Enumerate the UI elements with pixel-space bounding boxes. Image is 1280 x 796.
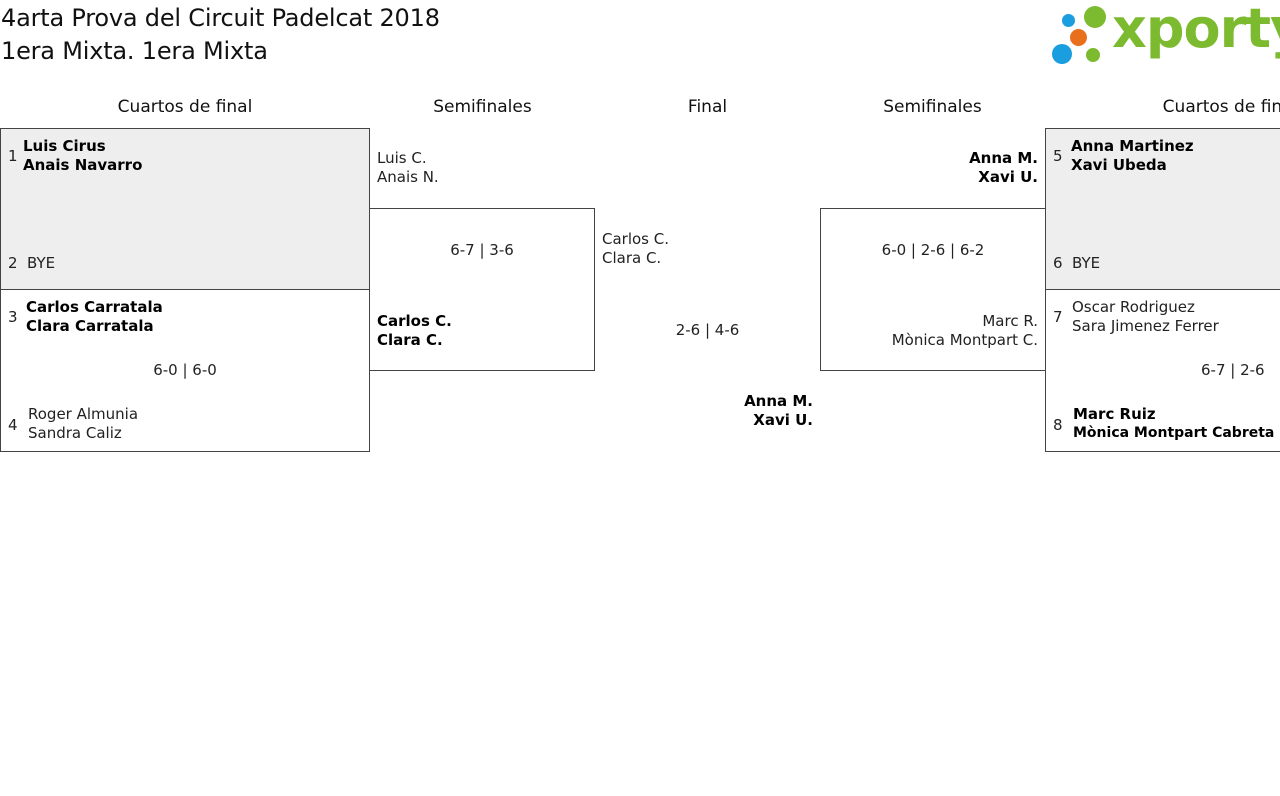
right-qf-match-2[interactable]: 7 Oscar Rodriguez Sara Jimenez Ferrer 6-… xyxy=(1045,289,1280,452)
player-name: Carlos Carratala xyxy=(26,298,163,316)
logo-dot-blue-icon xyxy=(1052,44,1072,64)
seed-number: 2 xyxy=(8,254,18,272)
header-final: Final xyxy=(687,97,728,117)
left-qf-match-2[interactable]: 3 Carlos Carratala Clara Carratala 6-0 |… xyxy=(0,289,370,452)
player-name: Carlos C. xyxy=(602,230,670,248)
player-name: Clara C. xyxy=(602,249,662,267)
player-name: Marc R. xyxy=(982,312,1038,330)
category-title: 1era Mixta. 1era Mixta xyxy=(1,37,268,65)
header-left-quarterfinals: Cuartos de final xyxy=(117,97,253,117)
header-left-semifinals: Semifinales xyxy=(433,97,532,117)
header-right-quarterfinals: Cuartos de final xyxy=(1162,97,1280,117)
seed-number: 5 xyxy=(1053,147,1063,165)
seed-number: 3 xyxy=(8,308,18,326)
logo-dot-blue-small-icon xyxy=(1062,14,1075,27)
player-name: Marc Ruiz xyxy=(1073,405,1156,423)
right-sf-match[interactable]: 6-0 | 2-6 | 6-2 Marc R. Mònica Montpart … xyxy=(820,208,1046,371)
player-name: Luis Cirus xyxy=(23,137,106,155)
player-name: Roger Almunia xyxy=(28,405,139,423)
player-name: Mònica Montpart Cabreta xyxy=(1073,425,1275,441)
xporty-logo[interactable]: xporty xyxy=(1050,0,1280,66)
player-name: BYE xyxy=(1072,254,1101,272)
seed-number: 6 xyxy=(1053,254,1063,272)
left-qf-match-1[interactable]: 1 Luis Cirus Anais Navarro 2 BYE xyxy=(0,128,370,290)
player-name: Xavi U. xyxy=(753,411,813,429)
player-name: Mònica Montpart C. xyxy=(891,331,1038,349)
logo-dot-green-icon xyxy=(1084,6,1106,28)
right-qf-match-1[interactable]: 5 Anna Martinez Xavi Ubeda 6 BYE xyxy=(1045,128,1280,290)
player-name: BYE xyxy=(27,254,56,272)
final-score: 2-6 | 4-6 xyxy=(675,321,740,339)
match-score: 6-7 | 3-6 xyxy=(450,241,514,259)
seed-number: 1 xyxy=(8,147,18,165)
player-name: Anna M. xyxy=(969,149,1038,167)
player-name: Anais Navarro xyxy=(23,156,143,174)
player-name: Oscar Rodriguez xyxy=(1072,298,1195,316)
player-name: Xavi Ubeda xyxy=(1071,156,1167,174)
player-name: Xavi U. xyxy=(978,168,1038,186)
left-sf-match[interactable]: 6-7 | 3-6 Carlos C. Clara C. xyxy=(369,208,595,371)
logo-dot-green-small-icon xyxy=(1086,48,1100,62)
match-score: 6-0 | 2-6 | 6-2 xyxy=(881,241,985,259)
seed-number: 7 xyxy=(1053,308,1063,326)
tournament-title: 4arta Prova del Circuit Padelcat 2018 xyxy=(1,4,440,32)
seed-number: 4 xyxy=(8,416,18,434)
player-name: Sara Jimenez Ferrer xyxy=(1072,317,1219,335)
player-name: Anna M. xyxy=(744,392,813,410)
player-name: Clara C. xyxy=(377,331,443,349)
match-score: 6-7 | 2-6 xyxy=(1201,361,1265,379)
logo-wordmark: xporty xyxy=(1112,0,1280,60)
header-right-semifinals: Semifinales xyxy=(883,97,982,117)
player-name: Anais N. xyxy=(377,168,439,186)
player-name: Sandra Caliz xyxy=(28,424,122,442)
player-name: Carlos C. xyxy=(377,312,452,330)
player-name: Anna Martinez xyxy=(1071,137,1194,155)
match-score: 6-0 | 6-0 xyxy=(153,361,217,379)
seed-number: 8 xyxy=(1053,416,1063,434)
player-name: Clara Carratala xyxy=(26,317,154,335)
logo-dot-orange-icon xyxy=(1070,29,1087,46)
player-name: Luis C. xyxy=(377,149,427,167)
